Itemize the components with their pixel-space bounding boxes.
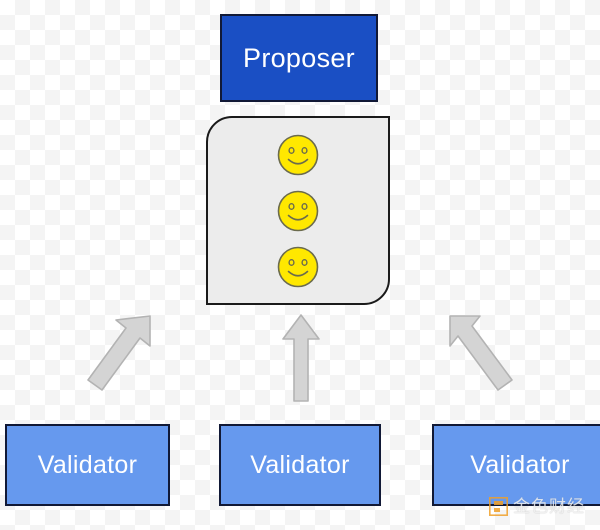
arrow-up-icon bbox=[280, 312, 322, 404]
smiley-face-icon bbox=[276, 245, 320, 289]
validator-label: Validator bbox=[470, 450, 570, 479]
smiley-face-icon bbox=[276, 189, 320, 233]
smiley-face-icon bbox=[276, 133, 320, 177]
validator-label: Validator bbox=[37, 450, 138, 479]
validator-box-right: Validator bbox=[432, 424, 600, 506]
validator-box-left: Validator bbox=[5, 424, 170, 506]
validator-label: Validator bbox=[250, 450, 350, 479]
arrow-up-left-icon bbox=[446, 312, 516, 404]
proposer-label: Proposer bbox=[243, 42, 355, 73]
arrow-up-right-icon bbox=[84, 312, 154, 404]
proposed-block-container bbox=[206, 116, 390, 305]
proposer-box: Proposer bbox=[220, 14, 378, 102]
validator-box-center: Validator bbox=[219, 424, 381, 506]
